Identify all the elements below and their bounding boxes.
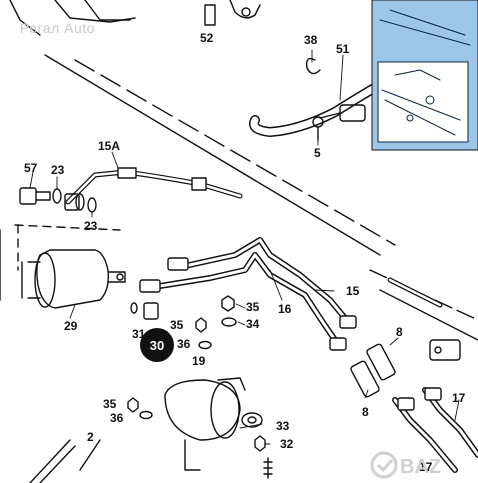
callout-57: 57 [24, 161, 38, 175]
inset-sketch [377, 9, 471, 143]
fuel-pipe-16 [139, 252, 338, 343]
callout-34: 34 [246, 317, 260, 331]
nut-35b [195, 317, 207, 333]
union-30 [143, 302, 159, 320]
nut-32 [254, 435, 266, 452]
callout-35b: 35 [170, 318, 184, 332]
hose-sleeve-8b [350, 360, 380, 398]
callout-15a: 15A [98, 139, 121, 153]
callout-19: 19 [192, 354, 206, 368]
fuel-hose-51 [249, 57, 385, 137]
svg-text:BAZ: BAZ [400, 456, 441, 478]
hose-sleeve-8a [366, 343, 396, 381]
callout-17b: 17 [419, 460, 433, 474]
callout-51: 51 [336, 42, 350, 56]
seal-ring-31 [130, 302, 138, 314]
fuel-pipe-15 [167, 237, 348, 321]
callout-52: 52 [200, 31, 214, 45]
callout-23b: 23 [84, 219, 98, 233]
fuel-pipe-17 [392, 387, 478, 473]
fuel-pump-19 [164, 377, 246, 471]
callout-8b: 8 [362, 405, 369, 419]
callout-38: 38 [304, 33, 318, 47]
frame-edge-dashed [74, 59, 396, 246]
callout-36b: 36 [110, 411, 124, 425]
callout-17a: 17 [452, 391, 466, 405]
frame-edge-upper [44, 54, 381, 256]
connector-5 [312, 104, 366, 141]
callout-36a: 36 [177, 337, 191, 351]
callout-32: 32 [280, 437, 294, 451]
callout-8a: 8 [396, 325, 403, 339]
callout-23a: 23 [51, 163, 65, 177]
banjo-bolt-57 [19, 187, 51, 205]
callout-35c: 35 [103, 397, 117, 411]
callout-33: 33 [276, 419, 290, 433]
highlight-badge-30: 30 [140, 328, 174, 362]
watermark: Регал Auto [20, 20, 95, 36]
grommet-33 [241, 412, 263, 428]
leader-lines [29, 49, 460, 445]
washer-36b [139, 410, 153, 420]
frame-edge-dashed-left [14, 224, 121, 231]
fuel-filter-29 [21, 249, 126, 309]
fuel-pipe-15a [65, 167, 243, 205]
callout-15: 15 [346, 284, 360, 298]
pipe-end-fittings [329, 315, 357, 351]
washer-34 [221, 317, 237, 327]
washer-23a [52, 188, 62, 204]
callout-35a: 35 [246, 300, 260, 314]
rod-2 [29, 439, 101, 483]
bazar-logo: BAZ [370, 451, 441, 479]
callout-2: 2 [87, 430, 94, 444]
nut-35a [221, 295, 235, 312]
nut-35c [127, 397, 139, 413]
washer-23b [87, 197, 97, 213]
stud-bolt [263, 457, 273, 479]
pipe-clip [429, 339, 461, 361]
callout-29: 29 [64, 319, 78, 333]
washer-36a [198, 340, 212, 350]
bracket-clip-52 [229, 0, 261, 19]
callout-16: 16 [278, 302, 292, 316]
banjo-union [64, 193, 85, 211]
body-panel-top [9, 0, 216, 36]
callout-5: 5 [314, 146, 321, 160]
